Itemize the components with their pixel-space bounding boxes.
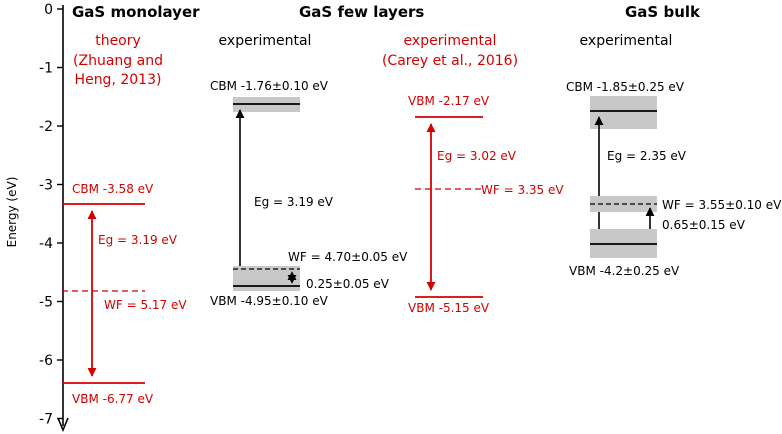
band-gap-label: Eg = 3.02 eV [437,149,517,163]
sublabel-theory: theory [95,33,141,49]
axis-tick-label: -1 [39,61,53,77]
cbm-label: CBM -1.76±0.10 eV [210,79,329,93]
work-function-label: WF = 3.35 eV [481,183,564,197]
vbm-label: VBM -6.77 eV [72,392,154,406]
column-few-layers-experimental: experimental CBM -1.76±0.10 eV Eg = 3.19… [210,33,408,308]
cbm-label: CBM -3.58 eV [72,182,154,196]
sublabel-experimental: experimental [219,33,312,49]
band-gap-label: Eg = 3.19 eV [98,233,178,247]
column-monolayer-theory: theory (Zhuang and Heng, 2013) CBM -3.58… [62,33,187,406]
vbm-uncertainty-band [233,266,300,291]
sublabel-experimental: experimental [580,33,673,49]
work-function-label: WF = 4.70±0.05 eV [288,250,408,264]
offset-label: 0.65±0.15 eV [662,218,746,232]
vbm-label: VBM -4.2±0.25 eV [569,264,680,278]
sublabel-experimental: experimental [404,33,497,49]
sublabel-citation: (Carey et al., 2016) [382,53,518,69]
energy-axis: 0 -1 -2 -3 -4 -5 -6 -7 Energy (eV) [5,2,69,433]
axis-label: Energy (eV) [5,177,19,248]
vbm-label: VBM -5.15 eV [408,301,490,315]
axis-tick-label: -7 [39,412,53,428]
band-gap-label: Eg = 3.19 eV [254,195,334,209]
axis-tick-label: -2 [39,119,53,135]
sublabel-citation-1: (Zhuang and [73,53,163,69]
band-gap-label: Eg = 2.35 eV [607,149,687,163]
axis-tick-label: -6 [39,353,53,369]
column-few-layers-carey: experimental (Carey et al., 2016) VBM -2… [382,33,564,315]
heading-few-layers: GaS few layers [299,3,424,21]
sublabel-citation-2: Heng, 2013) [75,72,162,88]
axis-arrowhead [57,417,69,433]
heading-monolayer: GaS monolayer [72,3,200,21]
axis-ticks: 0 -1 -2 -3 -4 -5 -6 -7 [39,2,63,428]
offset-label: 0.25±0.05 eV [306,277,390,291]
heading-bulk: GaS bulk [625,3,701,21]
axis-tick-label: -3 [39,178,53,194]
cbm-uncertainty-band [590,96,657,129]
cbm-label: CBM -1.85±0.25 eV [566,80,685,94]
axis-tick-label: 0 [44,2,53,18]
column-bulk-experimental: experimental CBM -1.85±0.25 eV Eg = 2.35… [566,33,782,278]
axis-tick-label: -5 [39,295,53,311]
vbm-label: VBM -4.95±0.10 eV [210,294,329,308]
work-function-label: WF = 3.55±0.10 eV [662,198,782,212]
axis-tick-label: -4 [39,236,53,252]
work-function-label: WF = 5.17 eV [104,298,187,312]
cbm-label: VBM -2.17 eV [408,94,490,108]
